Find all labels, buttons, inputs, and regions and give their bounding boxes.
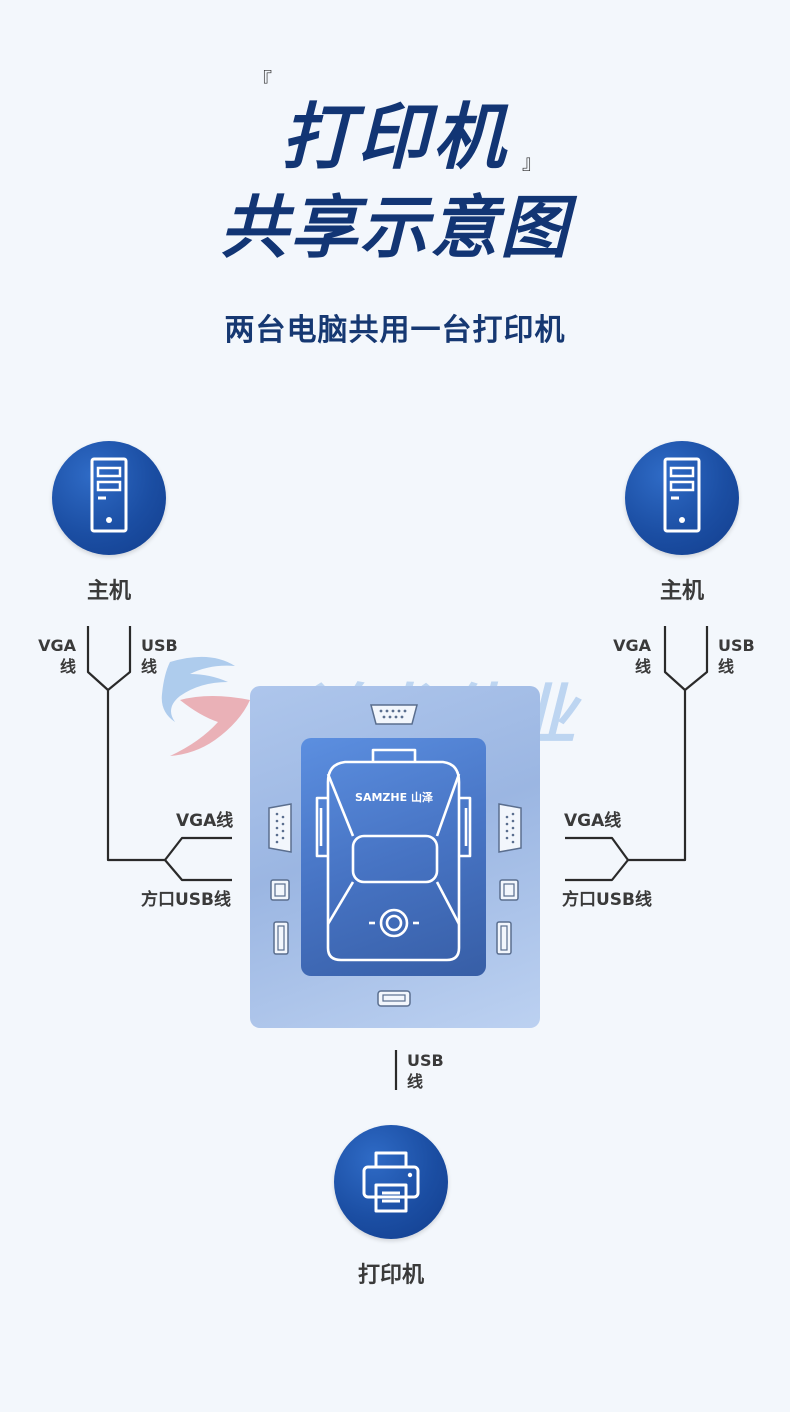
computer-tower-icon bbox=[90, 457, 128, 533]
kvm-switch-body-icon: SAMZHE 山泽 bbox=[315, 748, 472, 962]
left-vga-cable-label: VGA线 bbox=[176, 811, 234, 831]
host-circle-left bbox=[52, 441, 166, 555]
right-vga-cable-label: VGA线 bbox=[564, 811, 622, 831]
title-line-2: 共享示意图 bbox=[219, 189, 570, 268]
subtitle: 两台电脑共用一台打印机 bbox=[224, 313, 566, 348]
printer-label: 打印机 bbox=[357, 1263, 424, 1288]
host-label-right: 主机 bbox=[659, 579, 704, 604]
vga-port-icon bbox=[370, 704, 418, 725]
close-bracket: 』 bbox=[522, 150, 542, 174]
host-circle-right bbox=[625, 441, 739, 555]
device-brand: SAMZHE 山泽 bbox=[355, 790, 433, 804]
computer-tower-icon bbox=[663, 457, 701, 533]
printer-icon bbox=[362, 1151, 420, 1213]
open-bracket: 『 bbox=[252, 68, 272, 92]
host-label-left: 主机 bbox=[86, 579, 131, 604]
kvm-switch-ports bbox=[268, 704, 522, 1007]
right-usb-cable-label: 方口USB线 bbox=[562, 890, 653, 910]
watermark-logo-icon bbox=[161, 656, 250, 756]
left-usb-cable-label: 方口USB线 bbox=[141, 890, 232, 910]
title-line-1: 打印机 bbox=[280, 95, 509, 179]
printer-circle bbox=[334, 1125, 448, 1239]
